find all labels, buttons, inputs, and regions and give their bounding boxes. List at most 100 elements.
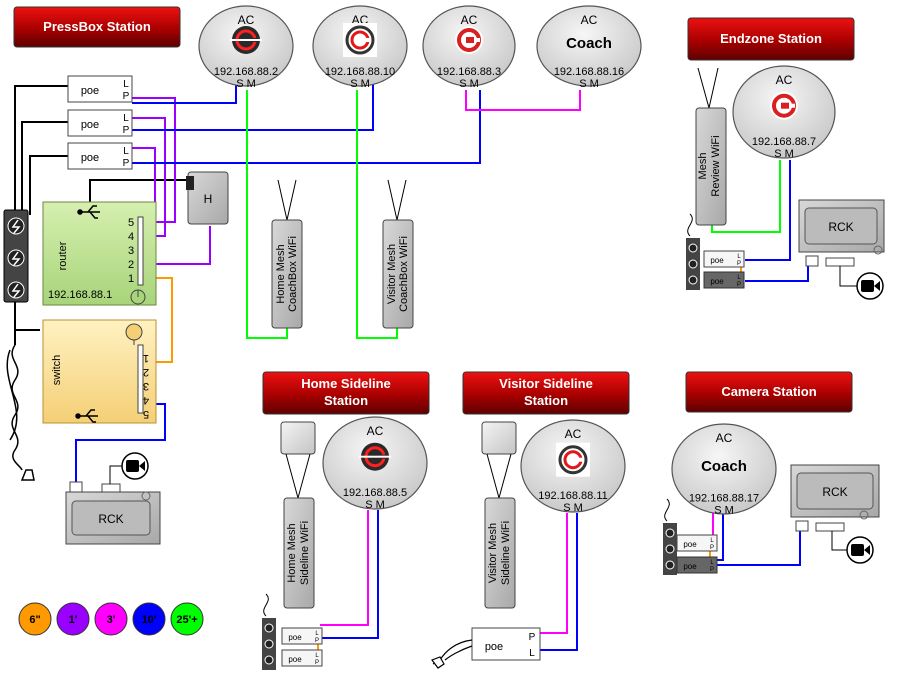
rck-unit: RCK	[65, 481, 161, 545]
svg-text:P: P	[123, 125, 130, 136]
svg-text:Sideline WiFi: Sideline WiFi	[299, 521, 311, 585]
svg-text:P: P	[123, 91, 130, 102]
ac-ip: 192.168.88.17	[689, 492, 759, 504]
svg-text:L: L	[529, 648, 535, 659]
svg-text:L: L	[710, 560, 714, 566]
logo-icon	[556, 442, 590, 477]
legend-item: 3'	[94, 602, 128, 636]
svg-text:Visitor Sideline: Visitor Sideline	[499, 376, 593, 391]
svg-text:L: L	[737, 275, 741, 281]
svg-text:P: P	[737, 261, 741, 267]
ac-label: AC	[716, 431, 733, 445]
svg-text:CoachBox WiFi: CoachBox WiFi	[398, 236, 410, 312]
svg-text:poe: poe	[485, 641, 503, 653]
svg-text:poe: poe	[288, 633, 302, 642]
svg-text:1: 1	[128, 273, 134, 285]
station-banner-home-sideline: Home Sideline Station	[262, 371, 430, 415]
ac-coach-label: Coach	[701, 458, 747, 475]
poe-injector: poe L P	[676, 556, 718, 574]
mesh-home-coachbox: Home Mesh CoachBox WiFi	[271, 179, 303, 329]
poe-injector: poe L P	[703, 271, 745, 289]
power-cord-coil	[6, 344, 35, 481]
usb-icon	[75, 409, 98, 423]
svg-text:Station: Station	[324, 393, 368, 408]
svg-text:Camera Station: Camera Station	[721, 384, 816, 399]
rck-unit: RCK	[790, 464, 880, 532]
poe-injector: poe L P	[67, 75, 133, 103]
logo-icon	[455, 26, 483, 54]
poe-injector: poe L P	[281, 649, 323, 667]
svg-text:H: H	[204, 192, 213, 206]
svg-text:Review WiFi: Review WiFi	[710, 135, 722, 196]
svg-text:L: L	[737, 254, 741, 260]
ac-ip: 192.168.88.7	[752, 136, 816, 148]
usb-icon	[77, 205, 100, 219]
station-banner-camera: Camera Station	[685, 371, 853, 413]
logo-icon	[230, 26, 262, 54]
svg-text:RCK: RCK	[822, 485, 847, 499]
legend-item: 1'	[56, 602, 90, 636]
svg-text:RCK: RCK	[828, 220, 853, 234]
svg-text:P: P	[710, 545, 714, 551]
ac-coach-label: Coach	[566, 35, 612, 52]
power-strip	[3, 209, 29, 303]
ac-unit: AC Coach 192.168.88.16S M	[536, 5, 642, 90]
svg-text:poe: poe	[81, 119, 99, 131]
station-banner-visitor-sideline: Visitor Sideline Station	[462, 371, 630, 415]
camera-icon	[109, 452, 149, 484]
svg-text:Visitor Mesh: Visitor Mesh	[386, 244, 398, 304]
ac-ports: S M	[236, 78, 256, 90]
svg-text:3: 3	[143, 380, 149, 392]
poe-injector: poe L P	[67, 109, 133, 137]
svg-text:router: router	[57, 241, 69, 270]
switch: switch 1 2 3 4 5	[42, 319, 157, 424]
power-strip	[262, 593, 276, 670]
ac-ports: S M	[579, 78, 599, 90]
poe-injector: poe L P	[67, 142, 133, 170]
ac-ports: S M	[774, 148, 794, 160]
ac-ip: 192.168.88.3	[437, 66, 501, 78]
svg-text:poe: poe	[683, 540, 697, 549]
svg-text:2: 2	[128, 259, 134, 271]
ac-ip: 192.168.88.10	[325, 66, 395, 78]
svg-text:poe: poe	[710, 277, 724, 286]
svg-text:P: P	[315, 660, 319, 666]
mesh-visitor-sideline: Visitor Mesh Sideline WiFi	[481, 421, 517, 609]
svg-text:poe: poe	[683, 562, 697, 571]
svg-text:Home Mesh: Home Mesh	[286, 523, 298, 582]
svg-text:L: L	[710, 538, 714, 544]
svg-text:P: P	[710, 567, 714, 573]
svg-text:Home Mesh: Home Mesh	[275, 244, 287, 303]
ac-label: AC	[776, 73, 793, 87]
svg-text:4: 4	[143, 394, 149, 406]
legend-item: 6"	[18, 602, 52, 636]
ac-ip: 192.168.88.11	[538, 490, 608, 502]
poe-injector: poe L P	[281, 627, 323, 645]
svg-text:Station: Station	[524, 393, 568, 408]
svg-text:Home Sideline: Home Sideline	[301, 376, 391, 391]
poe-injector: poe P L	[471, 627, 541, 661]
svg-text:PressBox Station: PressBox Station	[43, 19, 151, 34]
logo-icon	[343, 23, 377, 57]
svg-text:3: 3	[128, 245, 134, 257]
svg-text:192.168.88.1: 192.168.88.1	[48, 289, 112, 301]
ac-label: AC	[565, 427, 582, 441]
svg-text:switch: switch	[51, 355, 63, 386]
legend-label: 3'	[107, 614, 116, 626]
svg-text:P: P	[529, 632, 536, 643]
rck-unit: RCK	[798, 199, 885, 267]
ac-label: AC	[581, 13, 598, 27]
svg-text:CoachBox WiFi: CoachBox WiFi	[287, 236, 299, 312]
cable-length-legend: 6"1'3'10'25'+	[18, 602, 204, 636]
svg-text:Sideline WiFi: Sideline WiFi	[500, 521, 512, 585]
camera-icon	[839, 266, 884, 300]
power-cord-coil	[431, 639, 473, 669]
ac-ports: S M	[350, 78, 370, 90]
ac-ip: 192.168.88.16	[554, 66, 624, 78]
svg-text:poe: poe	[81, 152, 99, 164]
ac-label: AC	[238, 13, 255, 27]
